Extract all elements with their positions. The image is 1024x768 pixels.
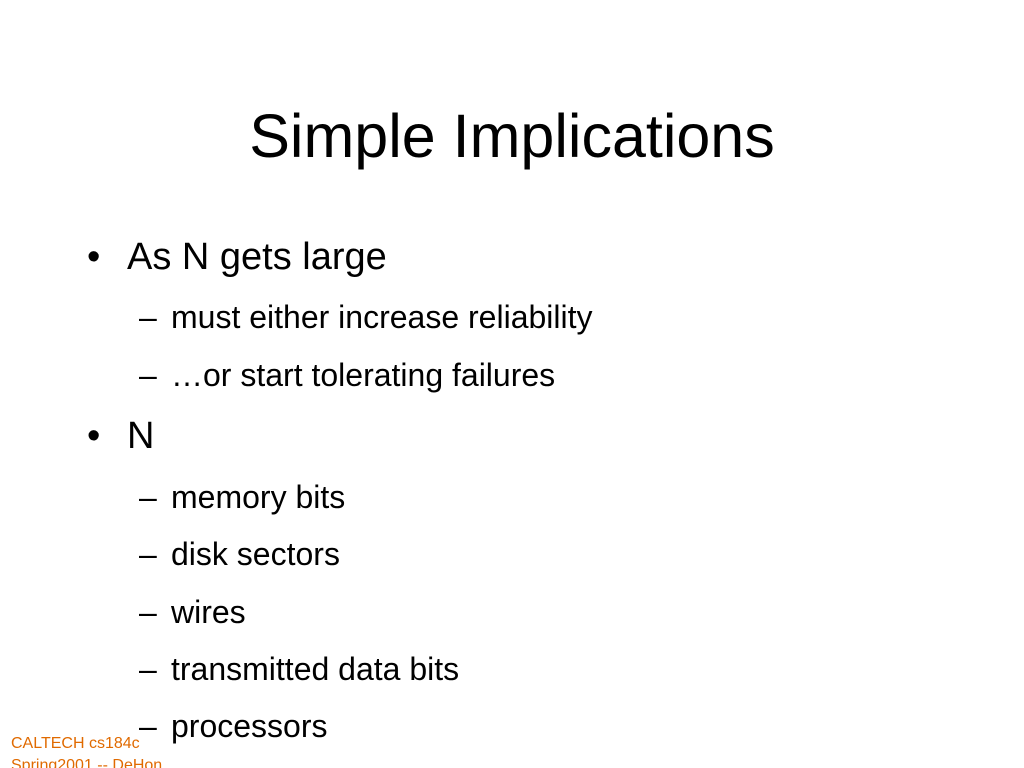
sub-bullet-text: disk sectors [171, 536, 340, 572]
sub-bullet-text: transmitted data bits [171, 651, 460, 687]
sub-bullet-marker: – [139, 299, 157, 335]
sub-bullet-text: memory bits [171, 479, 346, 515]
sub-bullet-text: wires [171, 594, 246, 630]
sub-bullet-marker: – [139, 357, 157, 393]
sub-bullet-marker: – [139, 536, 157, 572]
sub-bullet-text: …or start tolerating failures [171, 357, 556, 393]
sub-bullet-marker: – [139, 479, 157, 515]
sub-bullet-marker: – [139, 651, 157, 687]
slide-footer: CALTECH cs184c Spring2001 -- DeHon [11, 733, 162, 768]
sub-bullet-text: must either increase reliability [171, 299, 593, 335]
bullet-text: N [127, 415, 155, 457]
bullet-marker: • [87, 415, 101, 457]
sub-bullet-marker: – [139, 708, 157, 744]
footer-line-course: CALTECH cs184c [11, 735, 140, 752]
footer-line-term: Spring2001 -- DeHon [11, 757, 163, 768]
sub-bullet-text: processors [171, 708, 328, 744]
bullet-marker: • [87, 236, 101, 278]
slide-title: Simple Implications [249, 102, 775, 170]
bullet-text: As N gets large [127, 236, 387, 278]
sub-bullet-marker: – [139, 594, 157, 630]
